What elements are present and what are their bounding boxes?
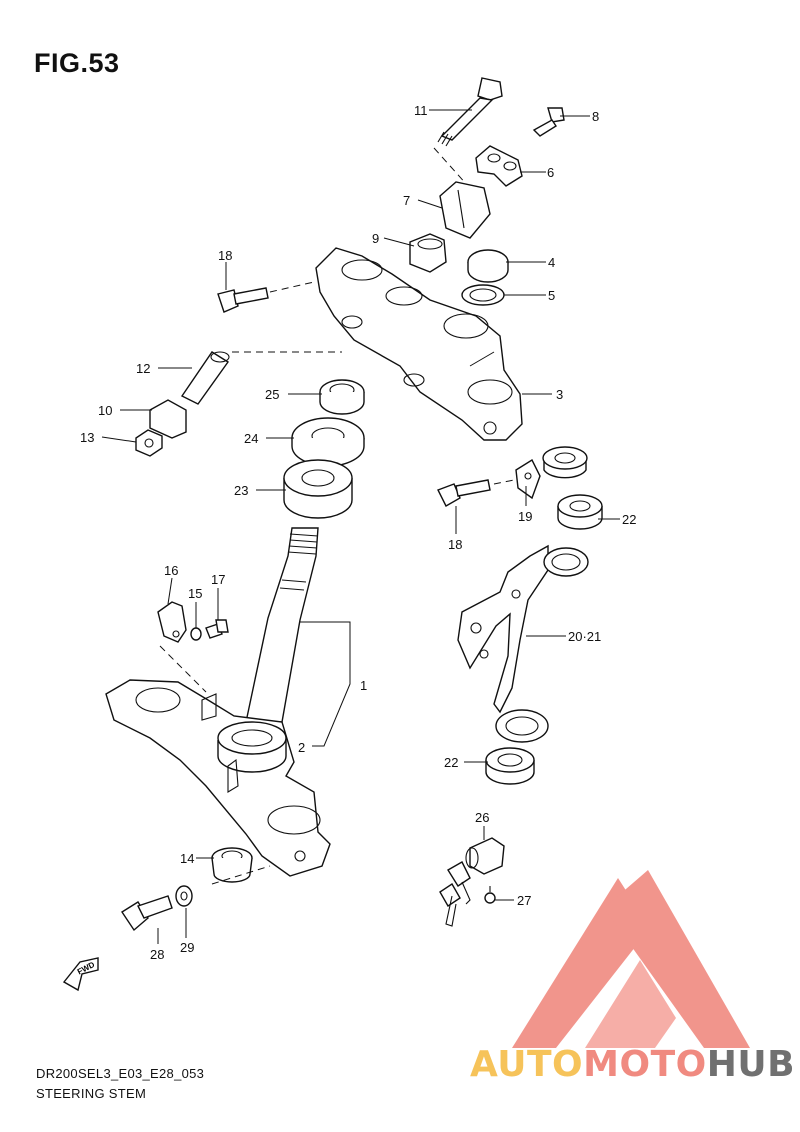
callout-23: 23 (234, 483, 248, 498)
callout-25: 25 (265, 387, 279, 402)
callout-20-21: 20·21 (568, 629, 601, 644)
callout-18-upper: 18 (218, 248, 232, 263)
callout-27: 27 (517, 893, 531, 908)
section-title: STEERING STEM (36, 1086, 147, 1101)
part-18-bolt-upper (217, 281, 315, 313)
callout-5: 5 (548, 288, 555, 303)
part-22-grommet-upper (542, 446, 588, 479)
part-3-upper-bracket (315, 247, 523, 441)
callout-12: 12 (136, 361, 150, 376)
callout-28: 28 (150, 947, 164, 962)
callout-26: 26 (475, 810, 489, 825)
watermark-auto: AUTO (470, 1044, 584, 1085)
part-14-grommet (211, 847, 253, 883)
callout-18-lower: 18 (448, 537, 462, 552)
part-23-bearing (283, 459, 353, 519)
callout-3: 3 (556, 387, 563, 402)
part-18-bolt-lower (437, 479, 515, 507)
callout-4: 4 (548, 255, 555, 270)
figure-title: FIG.53 (34, 48, 120, 78)
part-12-pin (180, 351, 342, 405)
fwd-arrow-icon: FWD (62, 957, 99, 992)
stem-leader-lines (300, 621, 351, 747)
part-4-cap (467, 249, 509, 283)
callout-19: 19 (518, 509, 532, 524)
callout-7: 7 (403, 193, 410, 208)
watermark-text: AUTOMOTOHUB (470, 1044, 795, 1085)
part-1-steering-stem (105, 527, 331, 877)
watermark-moto: MOTO (583, 1044, 707, 1085)
watermark-hub: HUB (706, 1044, 796, 1085)
part-27-screw (484, 886, 496, 904)
callout-1: 1 (360, 678, 367, 693)
callout-29: 29 (180, 940, 194, 955)
callout-16: 16 (164, 563, 178, 578)
part-16-clamp (157, 601, 207, 693)
part-13-nut (135, 429, 163, 457)
callout-15: 15 (188, 586, 202, 601)
part-10-cushion (149, 399, 187, 439)
callout-labels: 11 8 6 7 9 18 4 5 12 25 3 10 13 24 23 19… (80, 103, 636, 962)
part-29-washer (175, 885, 193, 907)
part-26-lock-set (439, 837, 505, 927)
part-22-grommet (557, 494, 603, 530)
diagram-code: DR200SEL3_E03_E28_053 (36, 1066, 205, 1081)
part-7-handlebar-holder (439, 181, 491, 239)
part-8-bolt (532, 107, 565, 137)
part-20-21-meter-bracket (457, 544, 589, 743)
part-22-grommet-lower (485, 747, 535, 785)
callout-14: 14 (180, 851, 194, 866)
leader-lines (101, 109, 620, 944)
part-15-washer (190, 627, 202, 641)
callout-13: 13 (80, 430, 94, 445)
callout-22-lower: 22 (444, 755, 458, 770)
part-25-steering-nut (319, 379, 365, 415)
part-9-cushion (409, 233, 447, 273)
part-19-bracket (515, 458, 541, 500)
callout-6: 6 (547, 165, 554, 180)
callout-11: 11 (414, 103, 428, 118)
part-17-bolt (205, 619, 229, 639)
callout-17: 17 (211, 572, 225, 587)
callout-22-upper: 22 (622, 512, 636, 527)
callout-2: 2 (298, 740, 305, 755)
part-28-bolt (121, 865, 271, 932)
part-5-washer (461, 284, 505, 306)
watermark-logo (512, 870, 750, 1048)
part-6-handlebar-clamp (475, 145, 523, 187)
part-24-dust-seal (291, 417, 365, 467)
callout-9: 9 (372, 231, 379, 246)
callout-10: 10 (98, 403, 112, 418)
part-11-long-bolt (433, 77, 503, 187)
callout-8: 8 (592, 109, 599, 124)
callout-24: 24 (244, 431, 258, 446)
